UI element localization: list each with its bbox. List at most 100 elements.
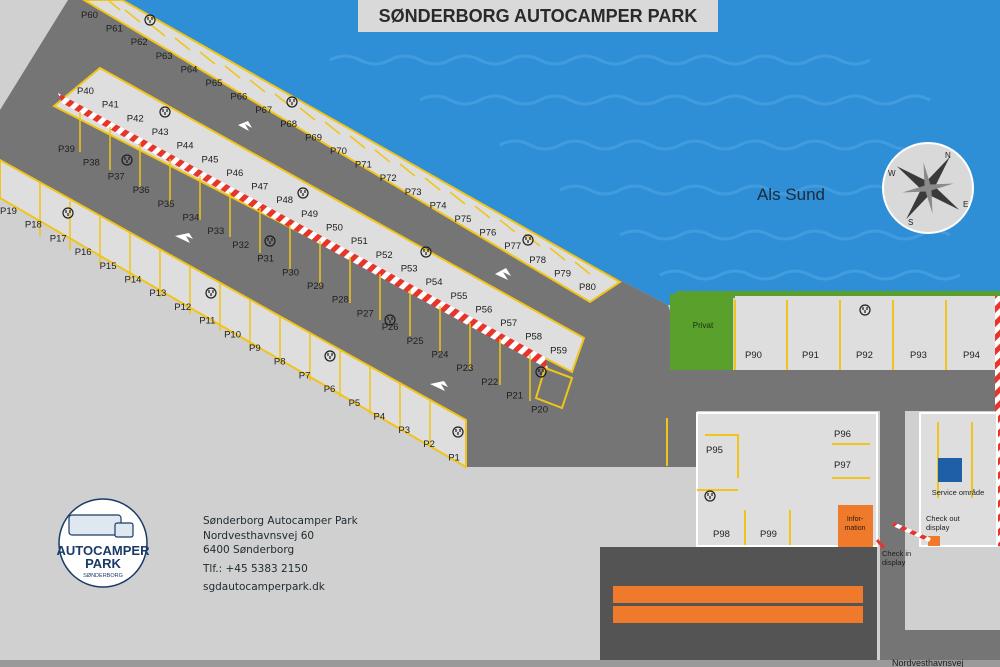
stall-label: P61 (106, 24, 123, 35)
stall-label: P40 (77, 86, 94, 97)
stall-label: P57 (500, 318, 517, 329)
east-lot (735, 296, 997, 370)
ev-charger-icon (704, 490, 716, 502)
hall-bar-top (613, 586, 863, 603)
stall-label: P10 (224, 329, 241, 340)
stall-label: P21 (506, 391, 523, 402)
stall-label: P30 (282, 267, 299, 278)
ev-charger-icon (384, 314, 396, 326)
compass-s: S (908, 218, 913, 227)
stall-label: P17 (50, 233, 67, 244)
stall-label: P43 (152, 127, 169, 138)
stall-label: P23 (456, 363, 473, 374)
stall-label: P94 (963, 350, 980, 361)
barrier-out (892, 522, 931, 542)
privat-area (670, 294, 733, 370)
stall-label: P2 (423, 439, 435, 450)
compass-rose: N E S W (882, 142, 974, 234)
stall-label: P72 (380, 173, 397, 184)
stall-label: P70 (330, 146, 347, 157)
loading-bay (534, 366, 574, 410)
compass-e: E (963, 200, 968, 209)
checkin-label-line2: display (882, 558, 906, 567)
ev-charger-icon (420, 246, 432, 258)
contact-street: Nordvesthavnsvej 60 (203, 529, 315, 542)
stall-label: P48 (276, 195, 293, 206)
hazard-divider (58, 93, 548, 369)
stall-label: P45 (202, 154, 219, 165)
outer-top-lot (82, 0, 622, 304)
stall-label: P14 (125, 275, 142, 286)
information-office (838, 505, 873, 547)
stall-label: P90 (745, 350, 762, 361)
arrow-right-icon (238, 121, 252, 131)
stall-label: P80 (579, 282, 596, 293)
road-to-street (880, 411, 905, 645)
ev-charger-icon (159, 106, 171, 118)
stall-label: P13 (149, 288, 166, 299)
stall-label: P55 (451, 291, 468, 302)
stall-label: P65 (206, 78, 223, 89)
contact-name: Sønderborg Autocamper Park (203, 515, 358, 527)
stall-labels: P60P61P62P63P64P65P66P67P68P69P70P71P72P… (0, 10, 980, 540)
ev-charger-icon (297, 187, 309, 199)
stall-label: P20 (531, 404, 548, 415)
barrier-in (875, 539, 886, 549)
stall-label: P60 (81, 10, 98, 21)
ev-charger-icon (121, 154, 133, 166)
title-banner (358, 0, 718, 32)
stall-label: P3 (398, 425, 410, 436)
stall-label: P22 (481, 377, 498, 388)
stall-label: P1 (448, 453, 460, 464)
stall-label: P34 (183, 213, 200, 224)
stall-label: P26 (382, 322, 399, 333)
ev-charger-icon (205, 287, 217, 299)
ev-charger-icon (452, 426, 464, 438)
checkout-label-line1: Check out (926, 514, 961, 523)
stall-label: P99 (760, 529, 777, 540)
stall-label: P68 (280, 119, 297, 130)
map-title: SØNDERBORG AUTOCAMPER PARK (379, 6, 698, 26)
water-label: Als Sund (757, 185, 825, 204)
stall-label: P18 (25, 220, 42, 231)
stall-label: P6 (324, 384, 336, 395)
hall-bar-bottom (613, 606, 863, 623)
stall-label: P77 (504, 241, 521, 252)
stall-label: P54 (426, 277, 443, 288)
stall-label: P95 (706, 445, 723, 456)
information-label-line2: mation (844, 525, 865, 532)
stall-label: P63 (156, 51, 173, 62)
arrow-right-icon (495, 268, 511, 280)
stall-label: P59 (550, 345, 567, 356)
autocamper-park-logo: AUTOCAMPER PARK SØNDERBORG (57, 498, 151, 588)
stall-label: P28 (332, 295, 349, 306)
stall-label: P38 (83, 158, 100, 169)
traffic-arrows (175, 121, 511, 391)
bottom-edge (0, 660, 1000, 667)
stall-label: P27 (357, 308, 374, 319)
stall-label: P96 (834, 429, 851, 440)
checkin-label-line1: Check in (882, 549, 911, 558)
ev-charger-icon (859, 304, 871, 316)
stall-label: P67 (255, 105, 272, 116)
stall-label: P49 (301, 209, 318, 220)
stall-label: P75 (455, 214, 472, 225)
contact-phone: Tlf.: +45 5383 2150 (203, 562, 308, 575)
stall-label: P33 (207, 226, 224, 237)
stall-label: P25 (407, 336, 424, 347)
water-area (84, 0, 1000, 305)
stall-label: P36 (133, 185, 150, 196)
stall-label: P79 (554, 268, 571, 279)
ev-charger-icon (144, 14, 156, 26)
stall-label: P71 (355, 160, 372, 171)
stall-label: P47 (251, 182, 268, 193)
stall-label: P44 (177, 141, 194, 152)
stall-label: P41 (102, 100, 119, 111)
stall-label: P93 (910, 350, 927, 361)
stall-label: P31 (257, 254, 274, 265)
logo-line1: AUTOCAMPER (57, 543, 151, 558)
slot-lines (39, 0, 591, 447)
checkout-label-line2: display (926, 523, 950, 532)
stall-label: P39 (58, 144, 75, 155)
